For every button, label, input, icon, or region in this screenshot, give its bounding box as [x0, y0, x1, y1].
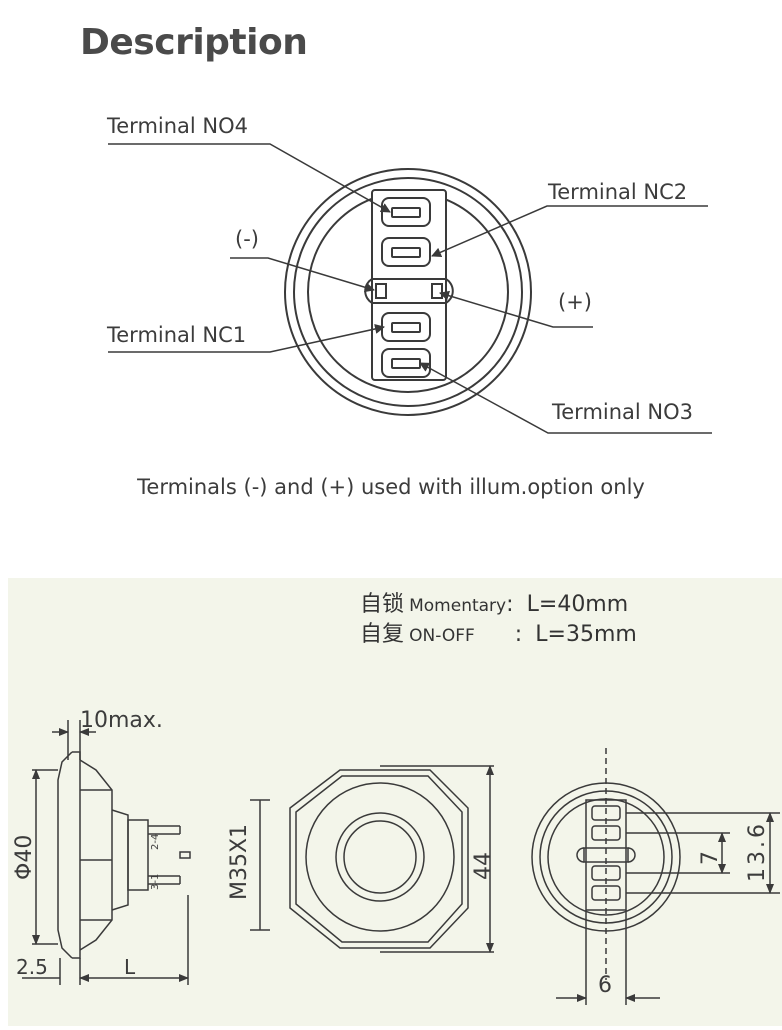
dim-flange: 2.5	[16, 955, 48, 979]
page-title: Description	[80, 22, 308, 63]
terminal-no3	[381, 348, 431, 378]
label-plus: (+)	[558, 290, 592, 314]
illumination-note: Terminals (-) and (+) used with illum.op…	[137, 475, 645, 499]
spec-cn: 自复	[360, 622, 405, 647]
dim-pitch-small: 7	[698, 851, 723, 865]
dimension-drawing-panel: 自锁 Momentary: L=40mm 自复 ON-OFF: L=35mm	[8, 578, 782, 1026]
middle-ring	[293, 177, 523, 407]
leader-plus	[439, 290, 593, 328]
dim-width: 6	[598, 973, 612, 998]
dim-hex: 44	[471, 852, 496, 880]
leader-nc1	[108, 324, 385, 353]
led-contacts	[364, 278, 454, 304]
spec-type: Momentary	[409, 596, 507, 616]
dim-length: L	[124, 955, 136, 979]
spec-row-on-off: 自复 ON-OFF: L=35mm	[360, 616, 637, 648]
terminal-nc1	[381, 312, 431, 342]
label-terminal-no3: Terminal NO3	[551, 400, 693, 424]
rear-view	[531, 748, 780, 1005]
outer-ring	[284, 168, 532, 416]
terminal-nc2	[381, 237, 431, 267]
dim-diameter: Φ40	[12, 835, 37, 880]
leader-no3	[419, 362, 712, 434]
spec-separator: :	[506, 592, 514, 617]
spec-type: ON-OFF	[409, 626, 475, 646]
dim-max-depth: 10max.	[80, 708, 163, 733]
dim-thread: M35X1	[227, 824, 252, 900]
dimension-drawings: 10max. Φ40 M35X1 2.5 L 2-4 3-1 44	[12, 708, 780, 1005]
dim-pitch-large: 13.6	[745, 821, 770, 882]
terminal-marking-2-4: 2-4	[150, 834, 161, 850]
label-terminal-no4: Terminal NO4	[106, 114, 248, 138]
spec-cn: 自锁	[360, 592, 405, 617]
spec-separator: :	[514, 622, 523, 647]
spec-row-momentary: 自锁 Momentary: L=40mm	[360, 586, 628, 618]
side-view	[22, 720, 270, 985]
label-terminal-nc1: Terminal NC1	[106, 323, 246, 347]
front-view	[289, 765, 494, 953]
spec-value: L=35mm	[535, 622, 637, 647]
spec-value: L=40mm	[526, 592, 629, 617]
label-minus: (-)	[235, 227, 259, 251]
label-terminal-nc2: Terminal NC2	[547, 180, 687, 204]
terminal-layout-diagram: Terminal NO4 Terminal NC2 (-) (+) Termin…	[106, 114, 712, 434]
leader-minus	[230, 257, 375, 293]
leader-no4	[108, 143, 391, 213]
leader-nc2	[431, 205, 708, 257]
terminal-marking-3-1: 3-1	[150, 874, 161, 890]
